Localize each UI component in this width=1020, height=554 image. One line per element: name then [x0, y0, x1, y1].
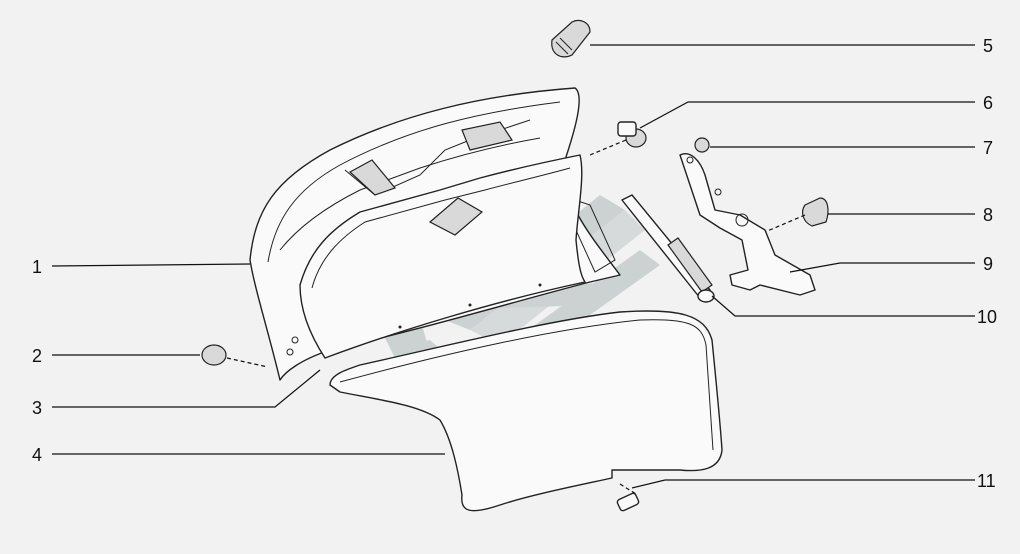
- callout-2: 2: [32, 346, 42, 366]
- callout-8: 8: [983, 205, 993, 225]
- callout-labels: 1 2 3 4 5 6 7 8 9 10 11: [32, 36, 997, 491]
- callout-4: 4: [32, 445, 42, 465]
- trunk-seal: [329, 310, 723, 512]
- callout-5: 5: [983, 36, 993, 56]
- nut: [694, 137, 710, 153]
- callout-leaders: [51, 44, 975, 489]
- leader-10: [711, 295, 975, 317]
- leader-9: [789, 262, 975, 273]
- gas-strut: [621, 194, 715, 303]
- trim-clip: [589, 121, 647, 156]
- callout-6: 6: [983, 93, 993, 113]
- hinge-cap: [764, 197, 829, 233]
- leader-11: [631, 479, 975, 489]
- seal-joint-pin: [616, 483, 640, 512]
- callout-1: 1: [32, 257, 42, 277]
- rubber-buffer: [551, 19, 591, 58]
- callout-11: 11: [977, 471, 996, 491]
- leader-3: [52, 369, 321, 408]
- leader-1: [51, 263, 251, 267]
- callout-9: 9: [983, 254, 993, 274]
- plug: [201, 344, 269, 368]
- hinge: [679, 153, 816, 296]
- leader-6: [639, 101, 975, 129]
- lid-trim-panel: [299, 154, 586, 359]
- callout-3: 3: [32, 398, 42, 418]
- callout-10: 10: [977, 307, 997, 327]
- callout-7: 7: [983, 138, 993, 158]
